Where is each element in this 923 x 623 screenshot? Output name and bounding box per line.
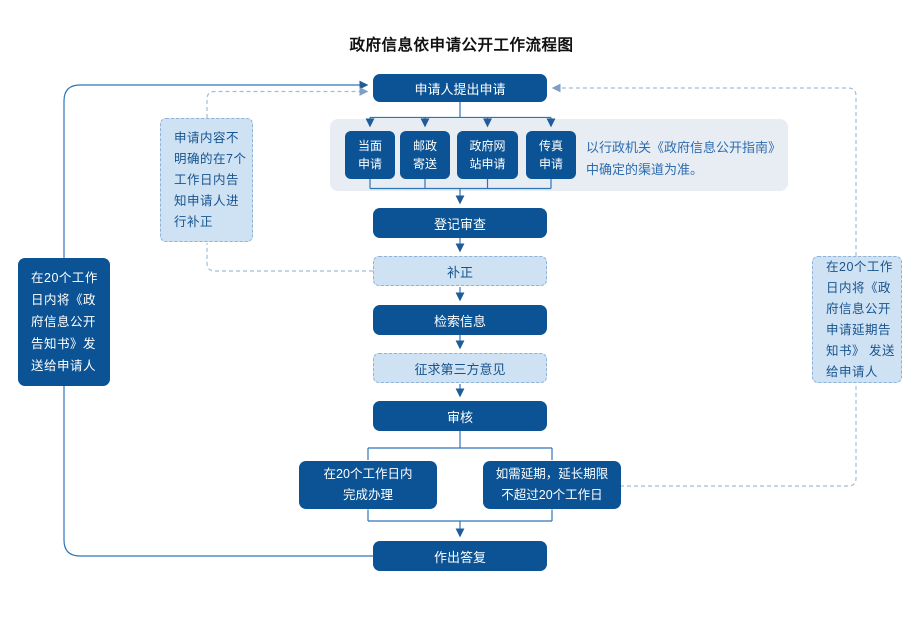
node-start: 申请人提出申请 [373,74,547,102]
node-channel-postal: 邮政 寄送 [400,131,450,179]
main-flow-lines [63,80,556,557]
node-right-extension-notice: 在20个工作 日内将《政 府信息公开 申请延期告 知书》 发送 给申请人 [812,256,902,383]
channels-note: 以行政机关《政府信息公开指南》 中确定的渠道为准。 [586,140,782,177]
dashed-feedback-lines [206,83,857,487]
node-register-review: 登记审查 [373,208,547,238]
node-supplement: 补正 [373,256,547,286]
node-complete-in-20-days: 在20个工作日内 完成办理 [299,461,437,509]
node-third-party-opinion: 征求第三方意见 [373,353,547,383]
node-left-send-notice: 在20个工作 日内将《政 府信息公开 告知书》发 送给申请人 [18,258,110,386]
node-search-info: 检索信息 [373,305,547,335]
node-reply: 作出答复 [373,541,547,571]
page-title: 政府信息依申请公开工作流程图 [349,37,574,54]
node-left-supplement-note: 申请内容不 明确的在7个 工作日内告 知申请人进 行补正 [160,118,253,242]
node-channel-gov-website: 政府网 站申请 [457,131,518,179]
node-channel-fax: 传真 申请 [526,131,576,179]
node-extension: 如需延期，延长期限 不超过20个工作日 [483,461,621,509]
node-channel-in-person: 当面 申请 [345,131,395,179]
node-review: 审核 [373,401,547,431]
